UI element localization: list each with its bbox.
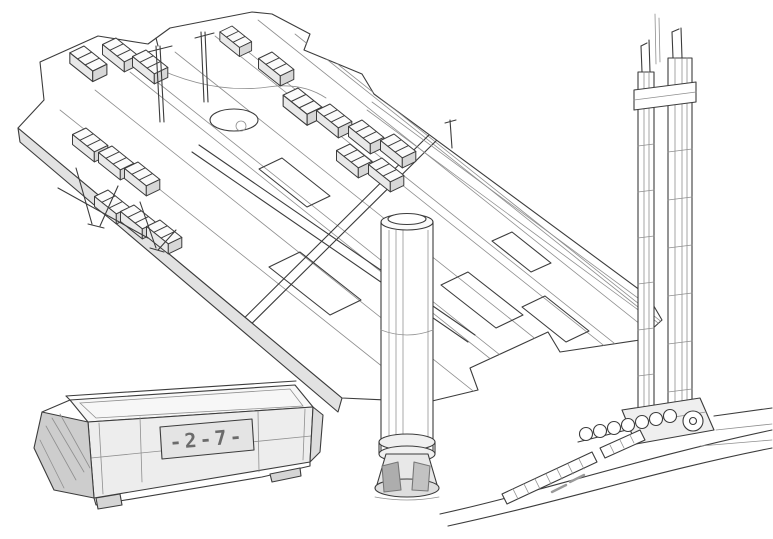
deck-elevators: [258, 157, 590, 343]
catapult-column-front-view: [374, 212, 440, 501]
catapult-tower-side-view: [439, 13, 773, 527]
deck-outline: [17, 11, 663, 403]
boarding-ramp: [501, 429, 646, 505]
crate-label-plate: [159, 418, 255, 460]
tower-rails: [633, 13, 697, 421]
crate-left-endcap: [33, 411, 95, 499]
roller-wheels: [578, 408, 704, 442]
deck-masts: [147, 31, 457, 149]
flight-deck: [17, 11, 663, 413]
cargo-crate: -2-7-: [33, 380, 324, 510]
crate-right-chamfer: [309, 406, 324, 463]
deck-dome: [209, 108, 259, 132]
deck-support-struts: [57, 167, 177, 253]
hull-slope-lines: [439, 407, 773, 527]
